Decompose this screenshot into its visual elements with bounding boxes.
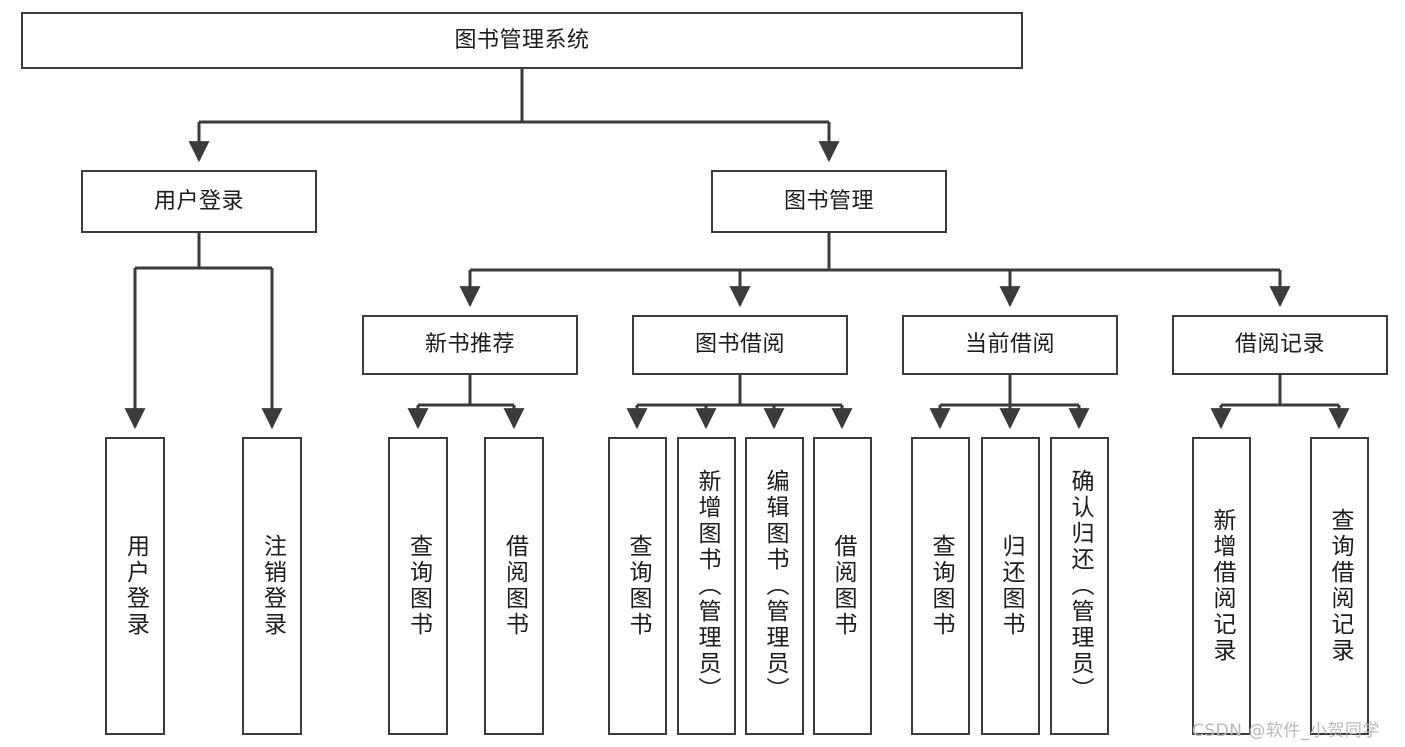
node-borrow-record[interactable]: 借阅记录 <box>1172 315 1388 375</box>
node-leaf-return-book-label: 归还图书 <box>998 534 1024 638</box>
node-book-borrow-label: 图书借阅 <box>694 332 785 358</box>
node-leaf-query-book-2[interactable]: 查询图书 <box>608 437 667 735</box>
node-leaf-user-logout[interactable]: 注销登录 <box>242 437 302 735</box>
node-leaf-return-book[interactable]: 归还图书 <box>981 437 1040 735</box>
node-leaf-add-book[interactable]: 新增图书（管理员） <box>677 437 736 735</box>
node-user-login[interactable]: 用户登录 <box>81 170 317 233</box>
node-leaf-borrow-book-2-label: 借阅图书 <box>830 534 856 638</box>
node-book-manage[interactable]: 图书管理 <box>711 170 947 233</box>
node-leaf-confirm-return-label: 确认归还（管理员） <box>1067 469 1093 703</box>
node-new-book-recommend[interactable]: 新书推荐 <box>362 315 578 375</box>
node-leaf-query-book-3[interactable]: 查询图书 <box>911 437 970 735</box>
node-book-manage-label: 图书管理 <box>783 188 874 214</box>
node-leaf-user-logout-label: 注销登录 <box>259 534 286 638</box>
node-leaf-add-borrow-record[interactable]: 新增借阅记录 <box>1192 437 1251 735</box>
node-current-borrow[interactable]: 当前借阅 <box>902 315 1118 375</box>
node-book-borrow[interactable]: 图书借阅 <box>632 315 848 375</box>
node-leaf-user-login[interactable]: 用户登录 <box>105 437 165 735</box>
node-leaf-query-book-2-label: 查询图书 <box>625 534 651 638</box>
node-leaf-query-borrow-record[interactable]: 查询借阅记录 <box>1310 437 1369 735</box>
node-leaf-add-book-label: 新增图书（管理员） <box>694 469 720 703</box>
node-leaf-query-borrow-record-label: 查询借阅记录 <box>1327 508 1353 664</box>
node-root[interactable]: 图书管理系统 <box>21 12 1023 69</box>
node-leaf-borrow-book-1[interactable]: 借阅图书 <box>484 437 544 735</box>
node-user-login-label: 用户登录 <box>153 188 244 214</box>
node-leaf-add-borrow-record-label: 新增借阅记录 <box>1209 508 1235 664</box>
node-root-label: 图书管理系统 <box>454 27 590 53</box>
node-leaf-query-book-1-label: 查询图书 <box>405 534 432 638</box>
node-leaf-edit-book[interactable]: 编辑图书（管理员） <box>745 437 804 735</box>
node-current-borrow-label: 当前借阅 <box>964 332 1055 358</box>
node-new-book-recommend-label: 新书推荐 <box>424 332 515 358</box>
node-leaf-borrow-book-2[interactable]: 借阅图书 <box>813 437 872 735</box>
node-leaf-query-book-1[interactable]: 查询图书 <box>388 437 448 735</box>
node-leaf-edit-book-label: 编辑图书（管理员） <box>762 469 788 703</box>
node-leaf-query-book-3-label: 查询图书 <box>928 534 954 638</box>
node-leaf-user-login-label: 用户登录 <box>122 534 149 638</box>
node-leaf-confirm-return[interactable]: 确认归还（管理员） <box>1050 437 1109 735</box>
node-leaf-borrow-book-1-label: 借阅图书 <box>501 534 528 638</box>
node-borrow-record-label: 借阅记录 <box>1234 332 1325 358</box>
